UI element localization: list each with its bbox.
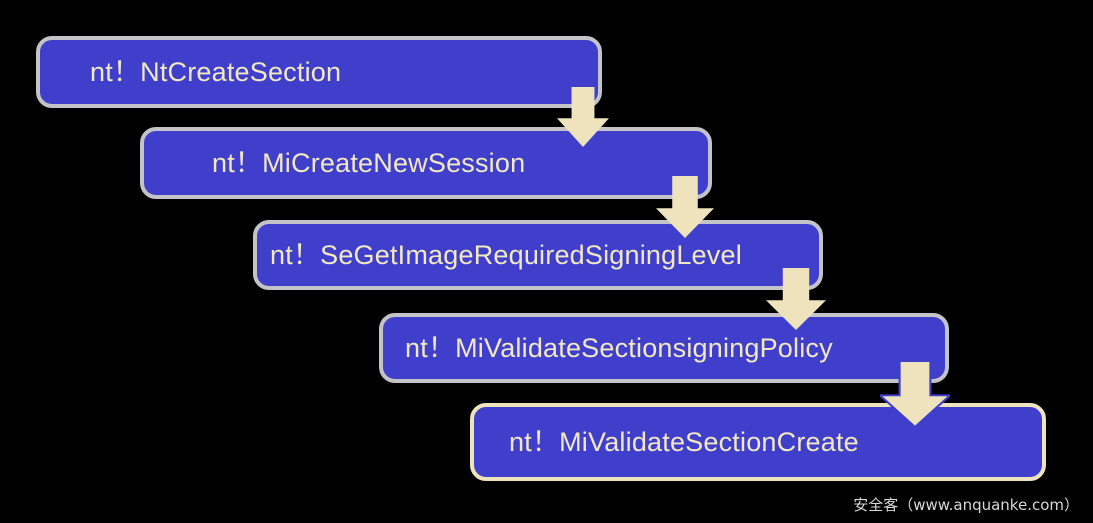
flow-node-4-label: nt！MiValidateSectionsigningPolicy (405, 332, 833, 363)
flow-node-1-label: nt！NtCreateSection (90, 56, 342, 87)
flow-node-3-label: nt！SeGetImageRequiredSigningLevel (270, 239, 742, 270)
down-arrow-icon-2 (656, 176, 714, 238)
flow-node-2-label: nt！MiCreateNewSession (212, 147, 526, 178)
flow-node-2[interactable]: nt！MiCreateNewSession (140, 127, 712, 199)
flow-node-5-label: nt！MiValidateSectionCreate (509, 426, 859, 457)
down-arrow-icon-3 (766, 268, 826, 330)
down-arrow-icon-1 (557, 87, 609, 147)
flow-node-4[interactable]: nt！MiValidateSectionsigningPolicy (379, 313, 949, 383)
down-arrow-icon-4 (880, 361, 950, 427)
flow-node-1[interactable]: nt！NtCreateSection (36, 36, 602, 108)
flow-node-5[interactable]: nt！MiValidateSectionCreate (470, 403, 1046, 481)
flow-node-3[interactable]: nt！SeGetImageRequiredSigningLevel (253, 220, 823, 290)
watermark-text: 安全客（www.anquanke.com） (853, 496, 1079, 514)
